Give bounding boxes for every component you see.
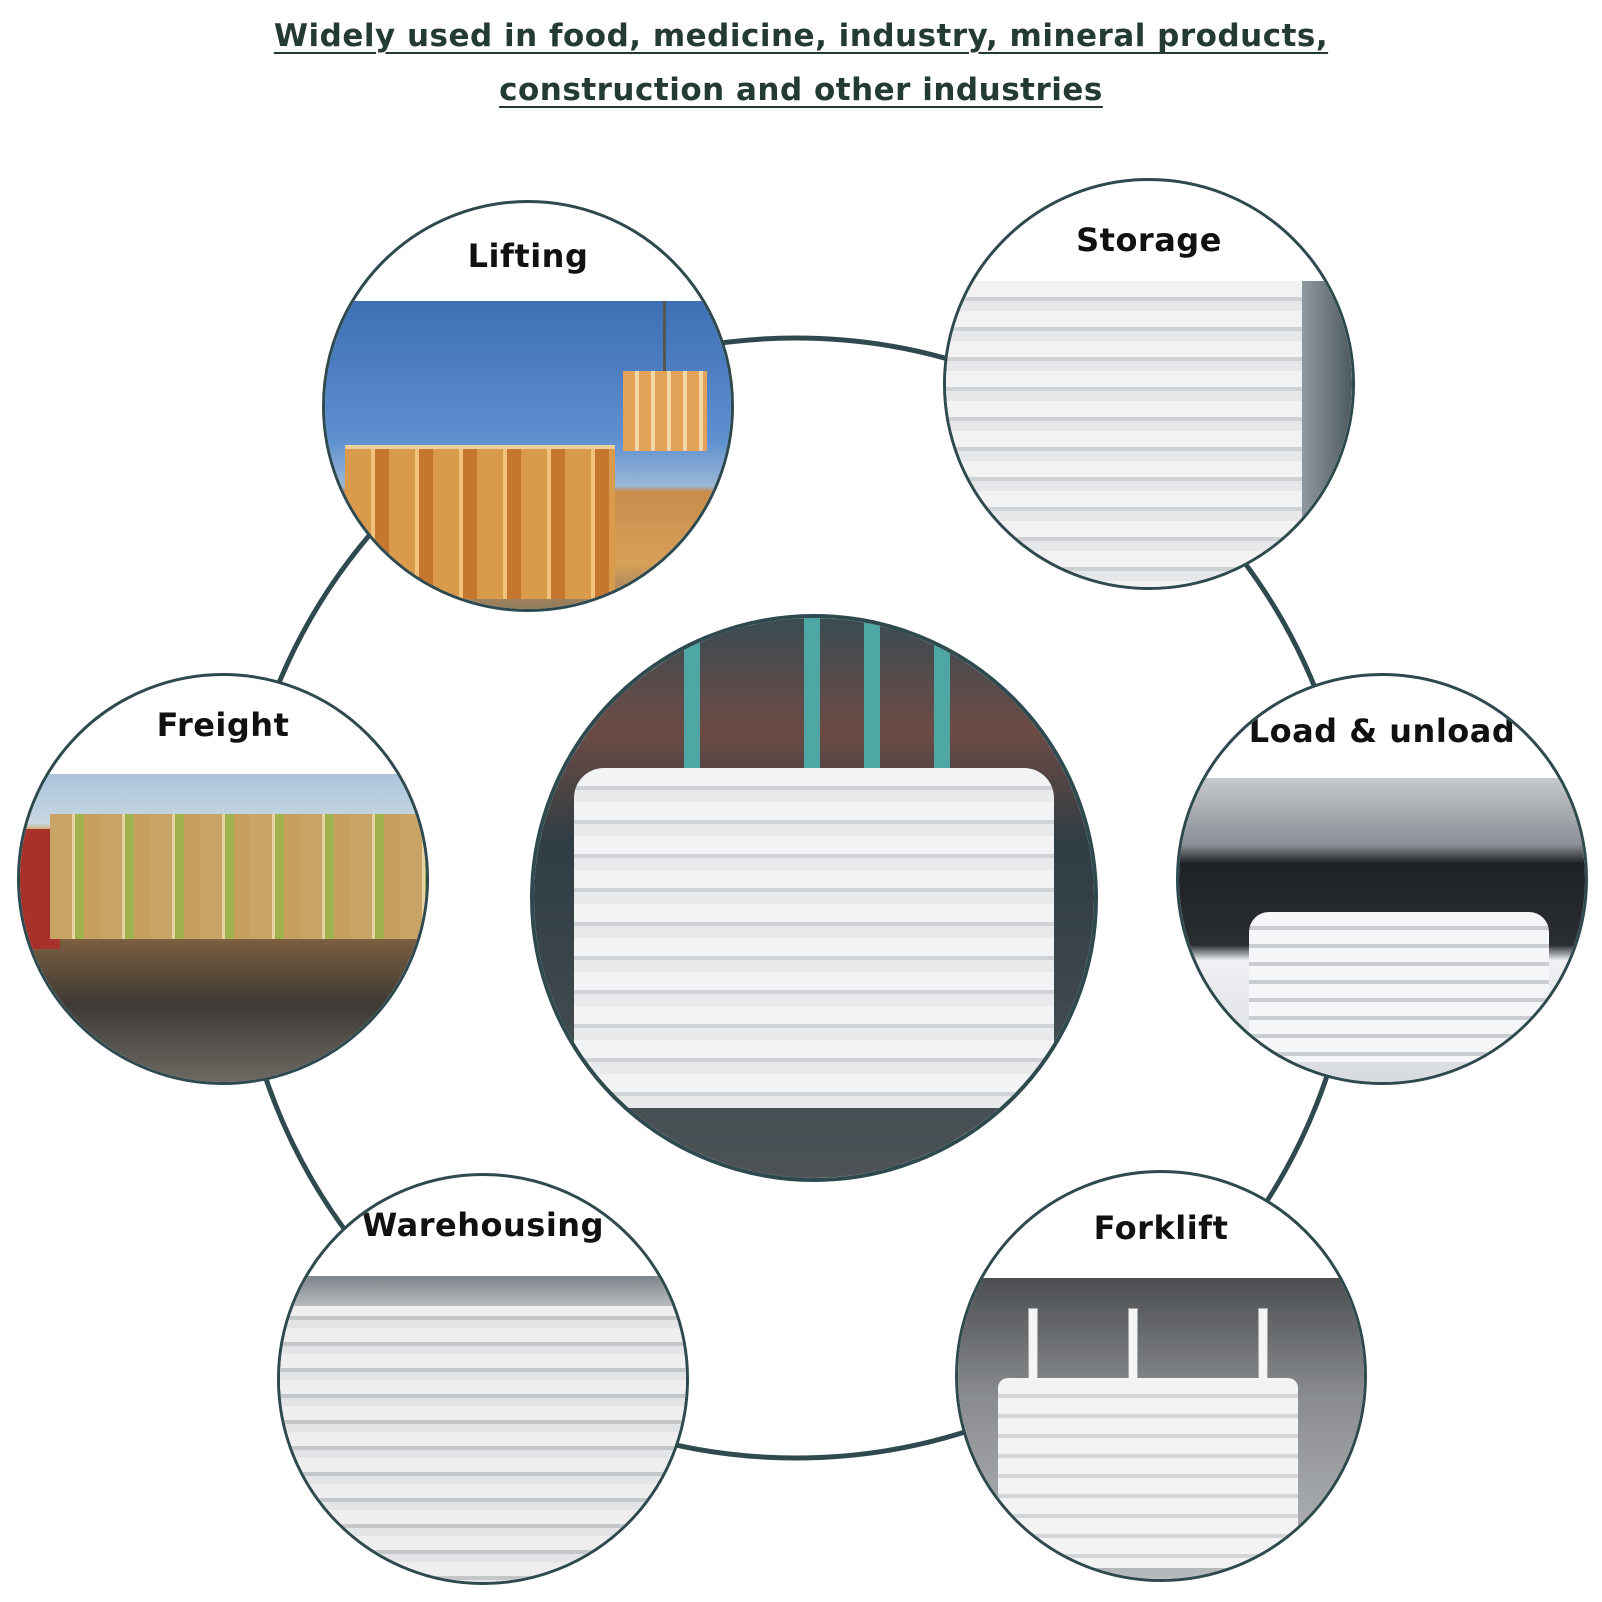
use-label-load-unload: Load & unload	[1248, 712, 1516, 750]
center-bulk-bag-photo	[530, 614, 1098, 1182]
use-label-forklift: Forklift	[1093, 1209, 1229, 1247]
use-bubble-freight: Freight	[17, 673, 429, 1085]
use-label-lifting: Lifting	[467, 237, 589, 275]
use-label-storage: Storage	[1076, 221, 1222, 259]
use-bubble-forklift: Forklift	[955, 1170, 1367, 1582]
forklift-photo	[958, 1278, 1364, 1579]
storage-photo	[946, 281, 1352, 587]
center-photo	[534, 618, 1094, 1178]
headline-line-2: construction and other industries	[499, 72, 1103, 108]
lifting-photo	[325, 301, 731, 609]
warehousing-photo	[280, 1276, 686, 1582]
load-unload-photo	[1179, 778, 1585, 1082]
use-bubble-lifting: Lifting	[322, 200, 734, 612]
use-label-freight: Freight	[156, 706, 290, 744]
use-bubble-load-unload: Load & unload	[1176, 673, 1588, 1085]
freight-photo	[20, 774, 426, 1082]
use-bubble-storage: Storage	[943, 178, 1355, 590]
use-label-warehousing: Warehousing	[362, 1206, 604, 1244]
use-bubble-warehousing: Warehousing	[277, 1173, 689, 1585]
headline-line-1: Widely used in food, medicine, industry,…	[273, 18, 1329, 54]
